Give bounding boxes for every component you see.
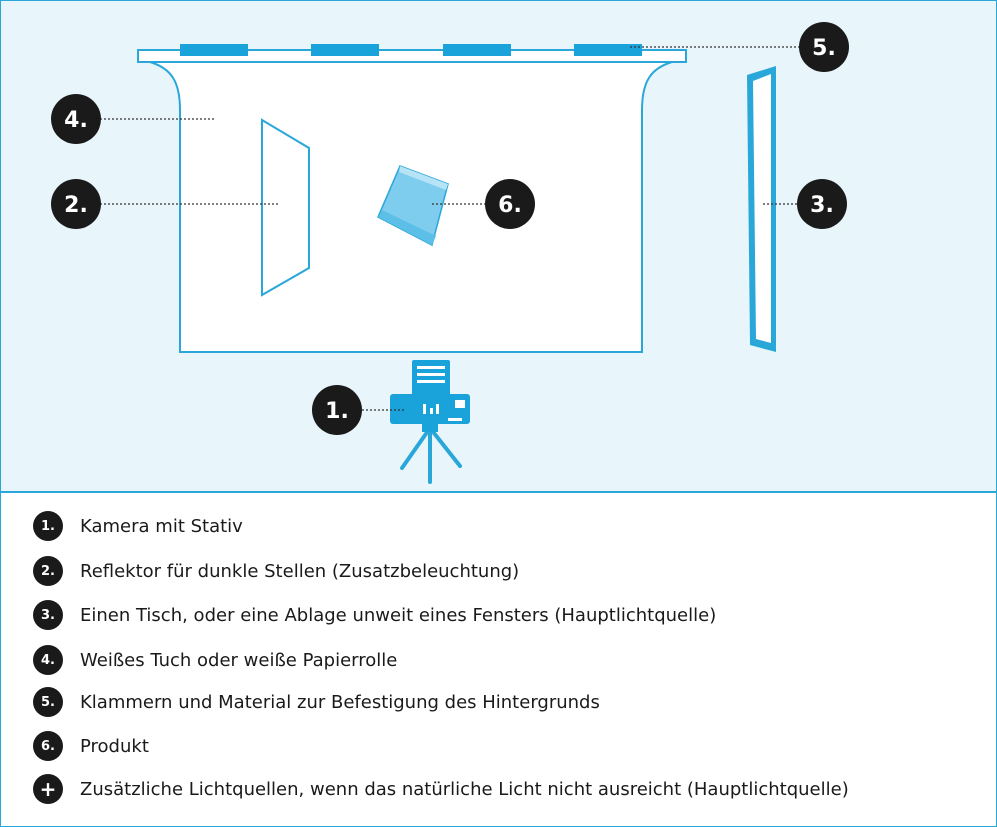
marker-5: 5. <box>799 22 849 72</box>
legend-badge-1: 1. <box>33 511 63 541</box>
legend-text-5: Klammern und Material zur Befestigung de… <box>80 691 600 713</box>
svg-text:6.: 6. <box>498 193 522 218</box>
svg-text:1.: 1. <box>325 399 349 424</box>
section-divider <box>0 491 997 493</box>
legend-item-4: 4. Weißes Tuch oder weiße Papierrolle <box>33 644 397 676</box>
camera-with-tripod <box>390 360 470 484</box>
legend-item-5: 5. Klammern und Material zur Befestigung… <box>33 686 600 718</box>
clamp-4 <box>574 44 642 56</box>
legend-item-2: 2. Reflektor für dunkle Stellen (Zusatzb… <box>33 555 519 587</box>
legend-text-plus: Zusätzliche Lichtquellen, wenn das natür… <box>80 778 849 800</box>
clamp-1 <box>180 44 248 56</box>
marker-3: 3. <box>797 179 847 229</box>
legend-badge-4: 4. <box>33 645 63 675</box>
legend-item-6: 6. Produkt <box>33 730 149 762</box>
legend-item-1: 1. Kamera mit Stativ <box>33 510 243 542</box>
setup-diagram: 5. 4. 2. 6. 3. 1. <box>51 22 849 484</box>
window-frame <box>747 66 776 352</box>
legend-badge-6: 6. <box>33 731 63 761</box>
svg-text:4.: 4. <box>64 108 88 133</box>
legend-text-2: Reflektor für dunkle Stellen (Zusatzbele… <box>80 560 520 582</box>
plus-icon: + <box>33 774 63 804</box>
clamp-2 <box>311 44 379 56</box>
legend-item-plus: + Zusätzliche Lichtquellen, wenn das nat… <box>33 773 849 805</box>
svg-text:2.: 2. <box>64 193 88 218</box>
legend-text-3: Einen Tisch, oder eine Ablage unweit ein… <box>80 604 717 626</box>
legend-badge-5: 5. <box>33 687 63 717</box>
legend-badge-3: 3. <box>33 600 63 630</box>
clamp-3 <box>443 44 511 56</box>
product-cube <box>377 165 449 247</box>
leader-lines <box>100 46 800 411</box>
legend-text-6: Produkt <box>80 735 149 757</box>
marker-1: 1. <box>312 385 362 435</box>
reflector-panel <box>261 118 310 297</box>
marker-6: 6. <box>485 179 535 229</box>
svg-text:5.: 5. <box>812 36 836 61</box>
legend-badge-2: 2. <box>33 556 63 586</box>
legend-text-1: Kamera mit Stativ <box>80 515 243 537</box>
marker-2: 2. <box>51 179 101 229</box>
legend-text-4: Weißes Tuch oder weiße Papierrolle <box>80 649 398 671</box>
clamp-rail <box>137 44 687 63</box>
marker-4: 4. <box>51 94 101 144</box>
legend-item-3: 3. Einen Tisch, oder eine Ablage unweit … <box>33 599 716 631</box>
svg-text:3.: 3. <box>810 193 834 218</box>
